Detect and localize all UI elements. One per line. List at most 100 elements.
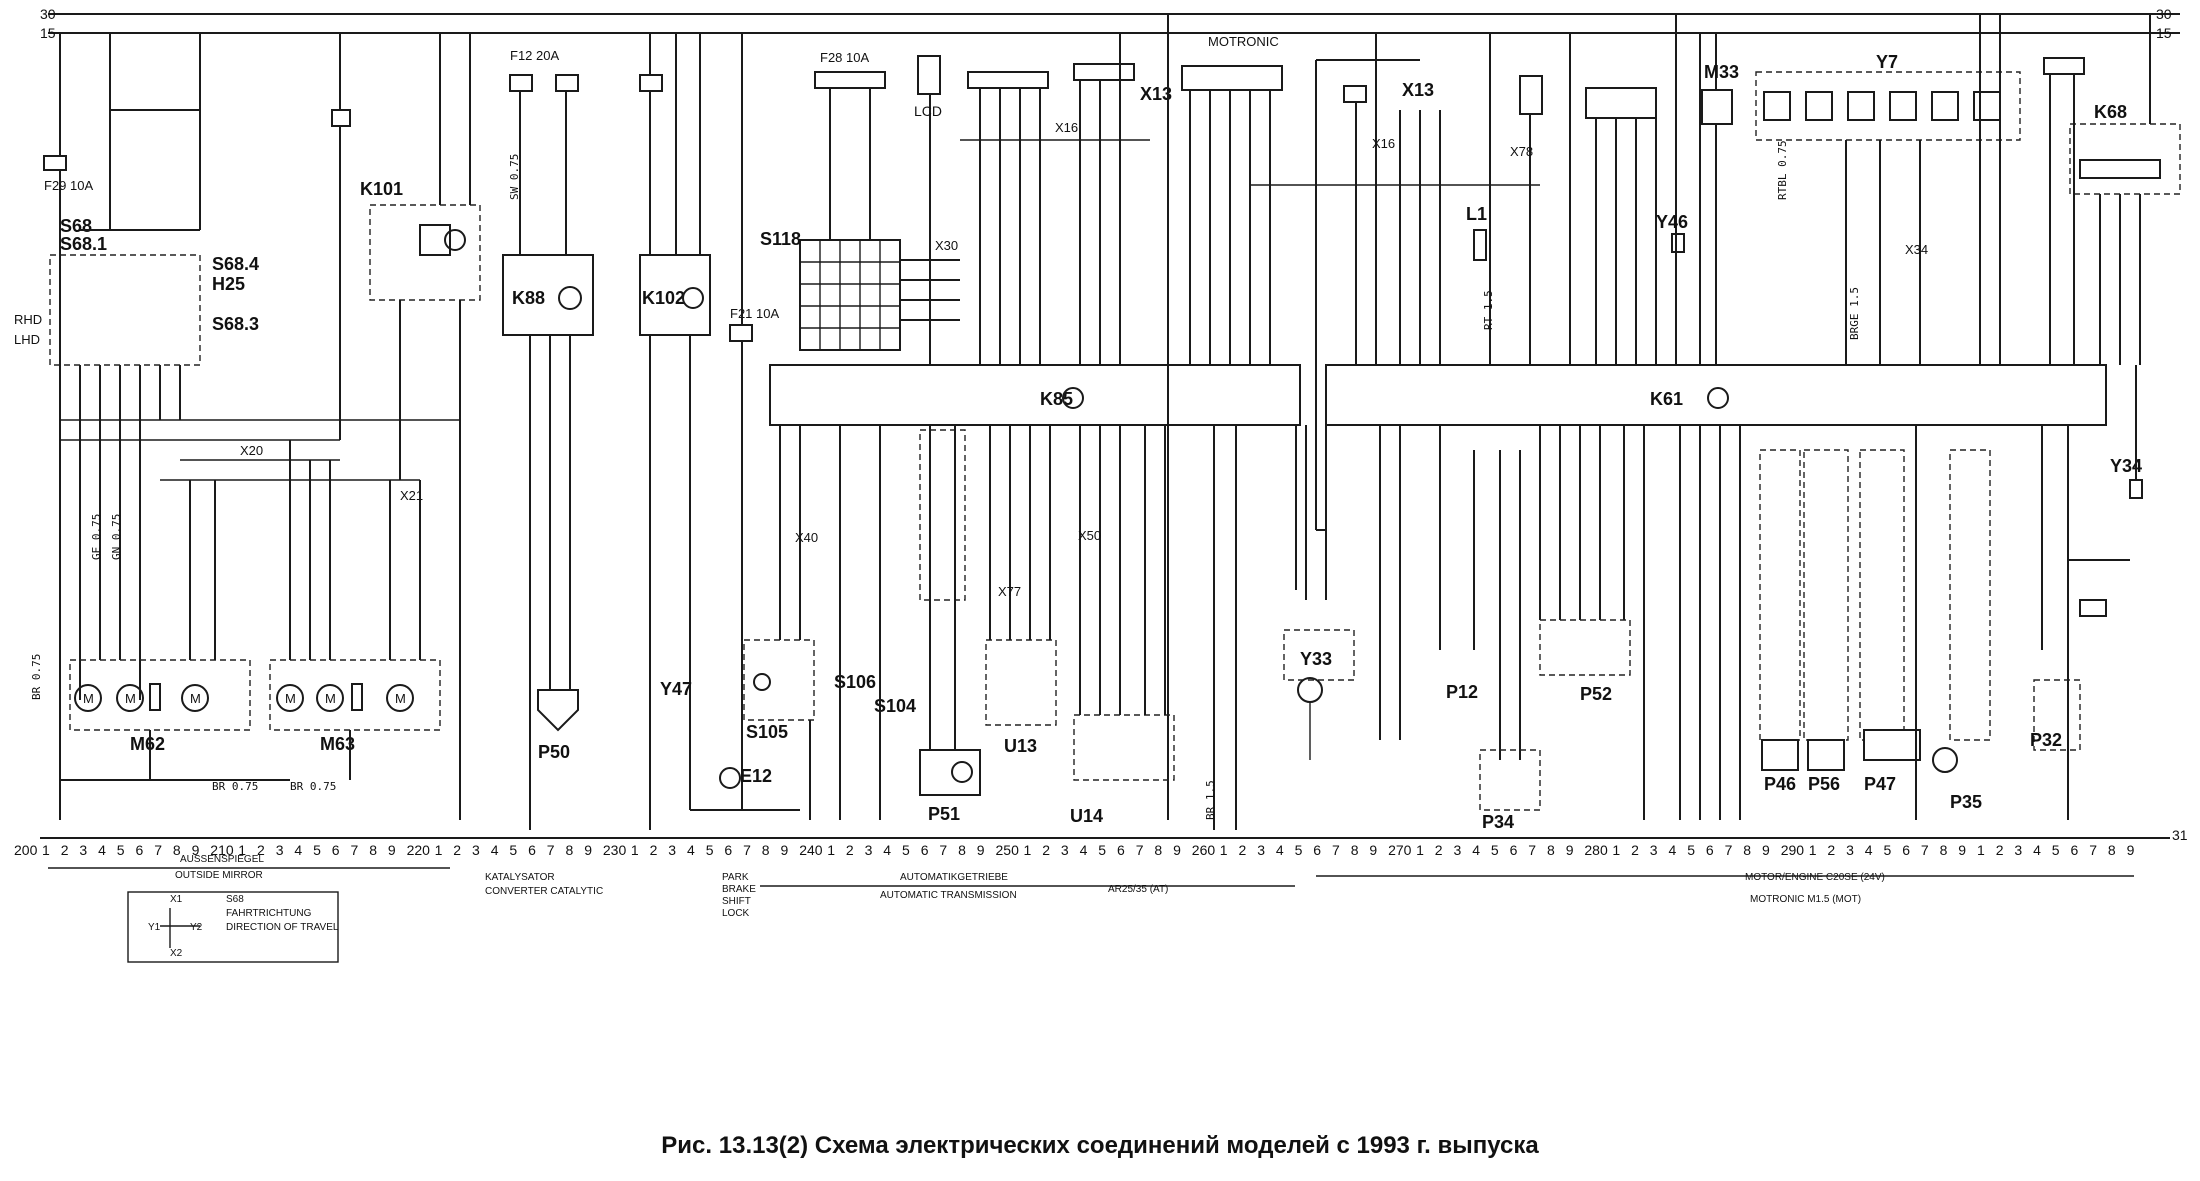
axis-digit: 4	[98, 842, 106, 858]
axis-digit: 1	[238, 842, 246, 858]
axis-digit: 7	[547, 842, 555, 858]
svg-text:M: M	[325, 691, 336, 706]
axis-digit: 3	[668, 842, 676, 858]
mirror-section-labels: AUSSENSPIEGEL OUTSIDE MIRROR X1 Y1 Y2 X2…	[48, 854, 450, 963]
section-engine: MOTOR/ENGINE C20SE (24V)	[1745, 872, 1885, 883]
axis-digit: 3	[865, 842, 873, 858]
axis-digit: 5	[1491, 842, 1499, 858]
catalyst-section: K88 F12 20A P50 KATALYSATOR CONVERTER CA…	[485, 48, 603, 897]
axis-digit: 7	[1528, 842, 1536, 858]
axis-digit: 8	[762, 842, 770, 858]
section-cat-en: CONVERTER CATALYTIC	[485, 886, 603, 897]
label-K102: K102	[642, 288, 685, 308]
wire-code-9: BRGE 1.5	[1848, 287, 1861, 340]
rail-15-left: 15	[40, 25, 56, 41]
connector-X20: X20	[240, 443, 263, 458]
axis-digit: 2	[650, 842, 658, 858]
label-S68-3: S68.3	[212, 314, 259, 334]
axis-digit: 6	[724, 842, 732, 858]
label-rhd: RHD	[14, 312, 42, 327]
connector-X16-a: X16	[1055, 120, 1078, 135]
wire-code-8: RT 1.5	[1482, 290, 1495, 330]
axis-digit: 3	[1846, 842, 1854, 858]
section-mirror-en: OUTSIDE MIRROR	[175, 870, 263, 881]
section-at-code: AR25/35 (AT)	[1108, 884, 1168, 895]
label-K88: K88	[512, 288, 545, 308]
axis-digit: 5	[313, 842, 321, 858]
axis-digit: 9	[584, 842, 592, 858]
axis-digit: 5	[117, 842, 125, 858]
label-K68: K68	[2094, 102, 2127, 122]
axis-digit: 4	[1472, 842, 1480, 858]
wire-code-10: BR 1.5	[1204, 780, 1217, 820]
direction-en: DIRECTION OF TRAVEL	[226, 922, 339, 933]
axis-digit: 8	[1743, 842, 1751, 858]
axis-number-230: 230	[603, 842, 627, 858]
wire-code-7: GN 0.75	[110, 514, 123, 560]
axis-digit: 3	[276, 842, 284, 858]
park-2: BRAKE	[722, 884, 756, 895]
svg-text:M: M	[125, 691, 136, 706]
label-P47: P47	[1864, 774, 1896, 794]
label-M62: M62	[130, 734, 165, 754]
axis-digit: 1	[1416, 842, 1424, 858]
axis-digit: 6	[921, 842, 929, 858]
wire-code-2: BR 0.75	[212, 780, 258, 793]
axis-digit: 2	[1996, 842, 2004, 858]
axis-digit: 7	[939, 842, 947, 858]
svg-text:X2: X2	[170, 948, 183, 959]
label-P52: P52	[1580, 684, 1612, 704]
label-S104: S104	[874, 696, 916, 716]
axis-digit: 2	[846, 842, 854, 858]
axis-digit: 8	[173, 842, 181, 858]
axis-digit: 7	[1136, 842, 1144, 858]
label-X13-right: X13	[1402, 80, 1434, 100]
axis-digit: 3	[472, 842, 480, 858]
axis-digit: 6	[332, 842, 340, 858]
axis-digit: 2	[1827, 842, 1835, 858]
axis-digit: 7	[154, 842, 162, 858]
svg-text:M: M	[190, 691, 201, 706]
svg-text:Y1: Y1	[148, 922, 161, 933]
axis-digit: 1	[827, 842, 835, 858]
rail-31-right: 31	[2172, 827, 2188, 843]
figure-caption: Рис. 13.13(2) Схема электрических соедин…	[661, 1132, 1539, 1159]
label-Y7: Y7	[1876, 52, 1898, 72]
direction-ref: S68	[226, 894, 244, 905]
axis-digit: 2	[1631, 842, 1639, 858]
wire-code-5: RTBL 0.75	[1776, 140, 1789, 200]
axis-digit: 8	[2108, 842, 2116, 858]
axis-number-260: 260	[1192, 842, 1216, 858]
axis-digit: 7	[1921, 842, 1929, 858]
axis-digit: 1	[631, 842, 639, 858]
label-E12: E12	[740, 766, 772, 786]
axis-number-270: 270	[1388, 842, 1412, 858]
axis-digit: 1	[1809, 842, 1817, 858]
axis-digit: 4	[687, 842, 695, 858]
connector-X77: X77	[998, 584, 1021, 599]
axis-digit: 2	[1239, 842, 1247, 858]
label-X13-left: X13	[1140, 84, 1172, 104]
axis-number-200: 200	[14, 842, 38, 858]
axis-digit: 3	[79, 842, 87, 858]
axis-digit: 8	[369, 842, 377, 858]
svg-text:Y2: Y2	[190, 922, 203, 933]
axis-number-240: 240	[799, 842, 823, 858]
axis-digit: 8	[1351, 842, 1359, 858]
label-P12: P12	[1446, 682, 1478, 702]
label-K61: K61	[1650, 389, 1683, 409]
section-mirror-de: AUSSENSPIEGEL	[180, 854, 264, 865]
park-4: LOCK	[722, 908, 750, 919]
wire-codes: BR 0.75 BR 0.75 BR 0.75 SW 0.75 RTBL 0.7…	[30, 140, 1861, 820]
section-motronic: MOTRONIC M1.5 (MOT)	[1750, 894, 1861, 905]
axis-digit: 4	[2033, 842, 2041, 858]
axis-digit: 8	[1154, 842, 1162, 858]
motronic-section: MOTRONIC K61 X13 X16 L1 X78	[1181, 14, 2181, 905]
axis-digit: 6	[136, 842, 144, 858]
axis-digit: 4	[1865, 842, 1873, 858]
section-at-de: AUTOMATIKGETRIEBE	[900, 872, 1008, 883]
axis-digit: 6	[1902, 842, 1910, 858]
label-S68-4: S68.4	[212, 254, 259, 274]
rail-30-left: 30	[40, 6, 56, 22]
